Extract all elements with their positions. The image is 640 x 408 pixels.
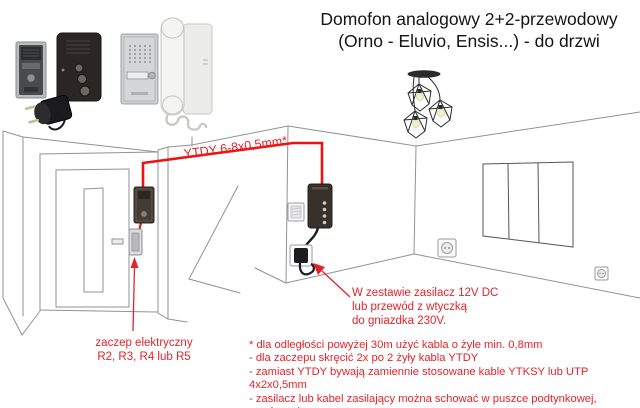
wall-frames: [482, 161, 574, 248]
strike-annotation-line-1: zaczep elektryczny: [95, 337, 193, 349]
title-line-1: Domofon analogowy 2+2-przewodowy: [320, 9, 618, 29]
product-photos: [15, 17, 213, 131]
psu-annotation-line-1: W zestawie zasilacz 12V DC: [352, 287, 499, 299]
light-switch: [287, 202, 305, 222]
psu-annotation-line-2: lub przewód z wtyczką: [352, 301, 468, 313]
entry-door: [55, 168, 130, 308]
footnote-line: * dla odległości powyżej 30m użyć kabla …: [249, 339, 543, 351]
page-title: Domofon analogowy 2+2-przewodowy (Orno -…: [300, 8, 638, 52]
room-sketch: [2, 111, 640, 336]
footnote-line: - dla zaczepu skręcić 2x po 2 żyły kabla…: [249, 352, 479, 365]
strike-annotation-line-2: R2, R3, R4 lub R5: [97, 351, 191, 363]
wall-outlet: [437, 238, 457, 258]
wall-outlet-far: [594, 266, 609, 281]
footnote-line: - zasilacz lub kabel zasilający można sc…: [249, 392, 597, 408]
strike-annotation: zaczep elektryczny R2, R3, R4 lub R5: [75, 336, 213, 364]
psu-annotation-line-3: do gniazdka 230V.: [352, 315, 447, 327]
footnotes: * dla odległości powyżej 30m użyć kabla …: [249, 339, 637, 408]
handset-uniphone-photo: [160, 17, 213, 131]
ceiling-lamp: [403, 70, 453, 139]
door-handle: [111, 238, 124, 245]
electric-strike-sketch: [128, 228, 143, 256]
power-supply-photo: [24, 94, 73, 131]
psu-annotation: W zestawie zasilacz 12V DC lub przewód z…: [352, 286, 498, 328]
footnote-line: - zamiast YTDY bywają zamiennie stosowan…: [249, 365, 589, 392]
indoor-unit-black-photo: [56, 32, 102, 102]
psu-arrow: [313, 263, 351, 298]
strike-arrow: [130, 257, 139, 332]
door-station-sketch: [133, 186, 155, 224]
title-line-2: (Orno - Eluvio, Ensis...) - do drzwi: [338, 31, 600, 51]
wall-outlet-with-plug: [289, 244, 315, 276]
outdoor-station-steel-photo: [120, 33, 159, 105]
indoor-intercom-sketch: [302, 183, 333, 250]
outdoor-station-compact-photo: [15, 41, 47, 99]
